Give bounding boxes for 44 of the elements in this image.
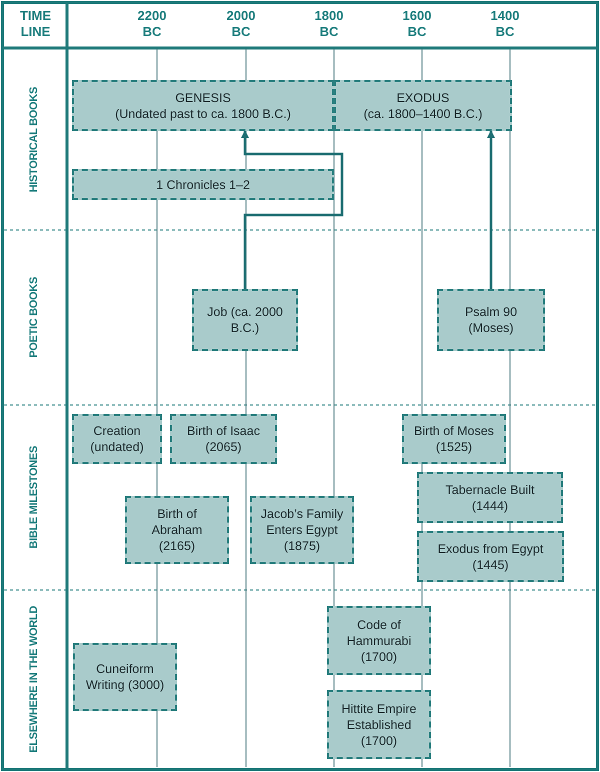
- year-heading: 2200 BC: [136, 8, 168, 40]
- year-heading: 2000 BC: [226, 8, 256, 40]
- event-box: [327, 606, 431, 675]
- box-label: Hittite Empire Established (1700): [340, 700, 418, 748]
- event-box: [170, 414, 277, 464]
- lane-heading: HISTORICAL BOOKS: [28, 86, 40, 192]
- box-heading: GENESIS: [175, 90, 231, 106]
- event-box: [417, 531, 564, 582]
- box-label: Birth of Abraham (2165): [150, 506, 204, 554]
- box-heading: EXODUS: [396, 90, 450, 106]
- box-label: Creation (undated): [89, 423, 145, 455]
- lane-heading: POETIC BOOKS: [28, 277, 40, 358]
- event-box: [417, 472, 563, 523]
- event-box: [72, 80, 334, 131]
- box-label: Exodus from Egypt (1445): [436, 540, 544, 572]
- box-label: Birth of Isaac (2065): [186, 423, 261, 455]
- year-heading: 1800 BC: [314, 8, 344, 40]
- event-box: [402, 414, 506, 464]
- lane-heading: ELSEWHERE IN THE WORLD: [28, 606, 40, 752]
- event-box: [72, 169, 334, 200]
- event-box: [327, 690, 431, 759]
- event-box: [250, 496, 354, 564]
- box-label: Code of Hammurabi (1700): [346, 616, 412, 664]
- box-label: (Undated past to ca. 1800 B.C.): [115, 106, 291, 122]
- lane-heading: BIBLE MILESTONES: [28, 446, 40, 549]
- event-box: [125, 496, 229, 564]
- box-label: Jacob’s Family Enters Egypt (1875): [260, 506, 344, 554]
- event-box: [73, 643, 177, 711]
- column-heading: TIME LINE: [18, 8, 52, 40]
- year-heading: 1600 BC: [402, 8, 432, 40]
- arrow: [241, 130, 344, 289]
- event-box: [72, 414, 162, 464]
- box-label: Job (ca. 2000 B.C.): [206, 304, 284, 336]
- event-box: [334, 80, 512, 131]
- box-label: Birth of Moses (1525): [413, 423, 495, 455]
- box-label: Tabernacle Built (1444): [444, 482, 536, 514]
- event-box: [437, 289, 545, 351]
- arrow: [487, 130, 495, 289]
- box-label: Cuneiform Writing (3000): [84, 661, 166, 693]
- event-box: [192, 289, 298, 351]
- box-label: (ca. 1800–1400 B.C.): [364, 106, 482, 122]
- box-label: 1 Chronicles 1–2: [156, 176, 250, 192]
- year-heading: 1400 BC: [490, 8, 520, 40]
- box-label: Psalm 90 (Moses): [464, 304, 518, 336]
